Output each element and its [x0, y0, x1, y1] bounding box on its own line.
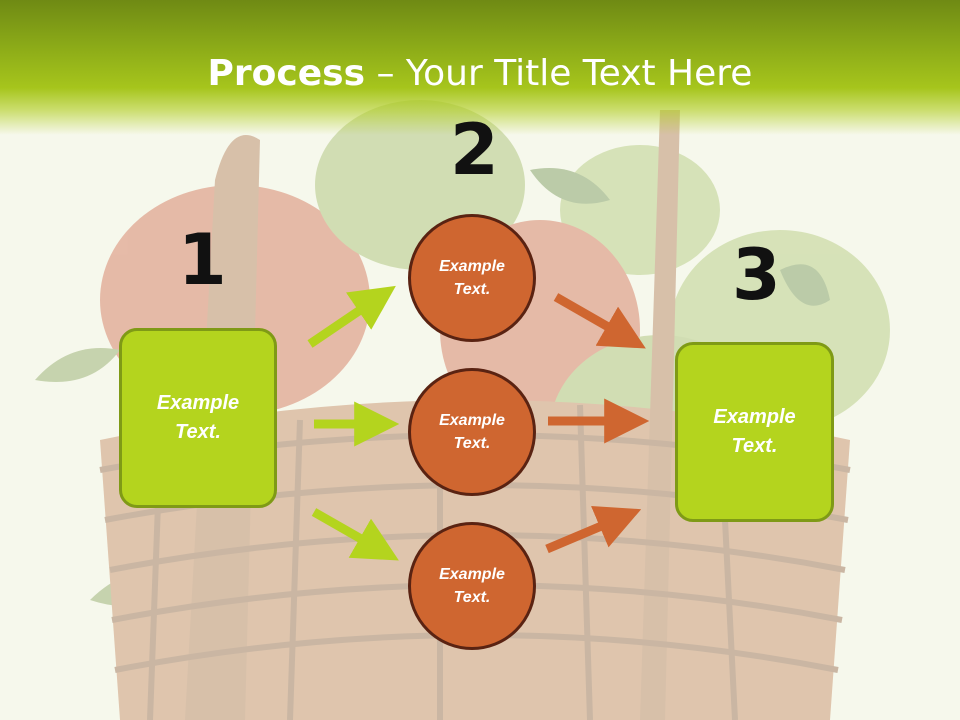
- step-2-text-top: Example Text.: [439, 258, 505, 298]
- step-2-circle-middle: Example Text.: [408, 368, 536, 496]
- step-2-text-middle: Example Text.: [439, 412, 505, 452]
- step-2-number: 2: [450, 109, 499, 191]
- page-title: Process – Your Title Text Here: [0, 52, 960, 96]
- step-2-circle-bottom: Example Text.: [408, 522, 536, 650]
- step-3-box: Example Text.: [675, 342, 834, 522]
- title-rest: – Your Title Text Here: [365, 53, 753, 94]
- header-band: [0, 0, 960, 135]
- arrow-orange-down: [553, 293, 646, 349]
- step-1-text: Example Text.: [156, 392, 240, 443]
- step-3-number: 3: [732, 234, 781, 316]
- arrow-green-down: [311, 508, 399, 561]
- arrow-orange-up: [545, 505, 642, 554]
- step-3-text: Example Text.: [713, 406, 796, 457]
- step-1-box: Example Text.: [119, 328, 277, 508]
- step-2-text-bottom: Example Text.: [439, 566, 505, 606]
- step-1-number: 1: [178, 219, 227, 301]
- step-2-circle-top: Example Text.: [408, 214, 536, 342]
- title-bold: Process: [207, 53, 366, 94]
- arrow-green-up: [307, 285, 396, 348]
